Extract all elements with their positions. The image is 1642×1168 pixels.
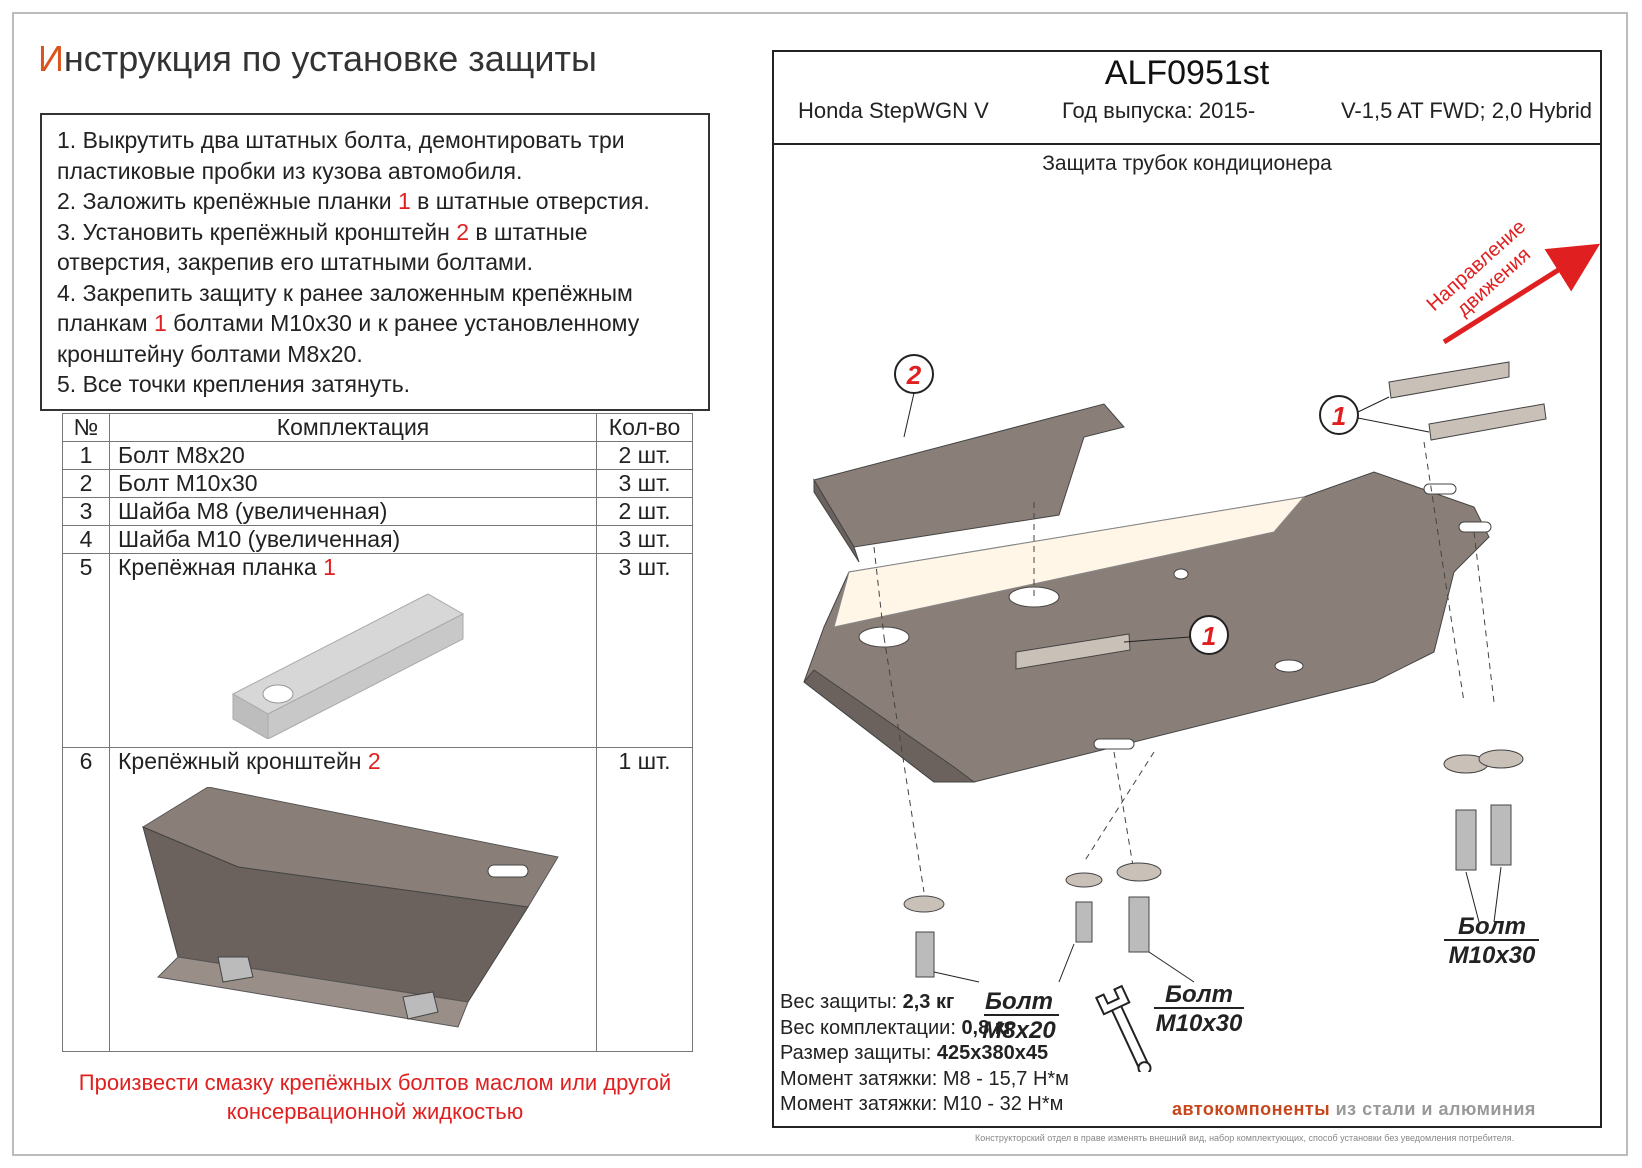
- disclaimer: Конструкторский отдел в праве изменять в…: [975, 1133, 1515, 1143]
- spec-torque-m10: Момент затяжки: М10 - 32 Н*м: [780, 1093, 1064, 1115]
- step-5: 5. Все точки крепления затянуть.: [57, 371, 411, 397]
- step-3: 3. Установить крепёжный кронштейн 2 в шт…: [57, 218, 588, 276]
- step-4: 4. Закрепить защиту к ранее заложенным к…: [57, 279, 640, 367]
- svg-text:1: 1: [1202, 621, 1216, 651]
- col-quantity: Кол-во: [596, 413, 693, 442]
- svg-text:М8х20: М8х20: [982, 1017, 1056, 1044]
- guide-lines: [873, 441, 1495, 893]
- svg-text:Болт: Болт: [1458, 913, 1526, 940]
- svg-text:1: 1: [1332, 401, 1346, 431]
- fasteners: [903, 749, 1524, 978]
- svg-text:Болт: Болт: [985, 988, 1053, 1015]
- spec-kit-weight: Вес комплектации: 0,8 кг: [780, 1016, 1014, 1039]
- callout-1-top: 1: [1319, 395, 1430, 435]
- vehicle-model: Honda StepWGN V: [798, 98, 989, 123]
- svg-text:М10х30: М10х30: [1449, 942, 1536, 969]
- direction-indicator: Направление движения: [1423, 216, 1600, 345]
- product-code: ALF0951st: [1104, 54, 1270, 92]
- vehicle-year: Год выпуска: 2015-: [1062, 98, 1256, 123]
- document-sheet: [12, 12, 1628, 1156]
- table-row: 3 Шайба М8 (увеличенная) 2 шт.: [62, 497, 693, 526]
- table-row: 6 Крепёжный кронштейн 2 1 шт.: [62, 747, 693, 1052]
- step-1: 1. Выкрутить два штатных болта, демонтир…: [57, 127, 625, 184]
- bolt-m10-right-label: Болт М10х30: [1444, 866, 1539, 969]
- table-row: 5 Крепёжная планка 1 3 шт.: [62, 553, 693, 748]
- brand-slogan: автокомпоненты из стали и алюминия: [1172, 1099, 1536, 1119]
- lubrication-note: Произвести смазку крепёжных болтов масло…: [78, 1070, 672, 1124]
- table-row: 4 Шайба М10 (увеличенная) 3 шт.: [62, 525, 693, 554]
- spec-weight: Вес защиты: 2,3 кг: [780, 991, 955, 1013]
- svg-text:Болт: Болт: [1165, 981, 1233, 1008]
- step-2: 2. Заложить крепёжные планки 1 в штатные…: [57, 188, 650, 214]
- spec-size: Размер защиты: 425x380x45: [780, 1042, 1049, 1064]
- instructions-box: 1. Выкрутить два штатных болта, демонтир…: [40, 113, 710, 411]
- table-row: 1 Болт М8х20 2 шт.: [62, 441, 693, 470]
- kit-table: № Комплектация Кол-во 1 Болт М8х20 2 шт.…: [62, 413, 693, 1052]
- product-subtitle: Защита трубок кондиционера: [1042, 152, 1332, 175]
- vehicle-engine: V-1,5 AT FWD; 2,0 Hybrid: [1340, 98, 1592, 123]
- mounting-bracket-image: [141, 787, 559, 1028]
- spec-torque-m8: Момент затяжки: М8 - 15,7 Н*м: [780, 1067, 1069, 1090]
- bolt-m10-label: Болт М10х30: [1148, 951, 1244, 1037]
- direction-arrow-icon: [1442, 243, 1600, 345]
- header-divider: [774, 143, 1600, 145]
- table-row: 2 Болт М10х30 3 шт.: [62, 469, 693, 498]
- callout-1-center: 1: [1123, 615, 1229, 655]
- table-header-row: № Комплектация Кол-во: [62, 413, 693, 442]
- assembly-diagram: Направление движения: [803, 216, 1600, 1072]
- svg-text:М10х30: М10х30: [1156, 1010, 1243, 1037]
- page-title: Инструкция по установке защиты: [38, 38, 597, 79]
- mounting-plate-image: [231, 593, 465, 739]
- col-item: Комплектация: [109, 413, 597, 442]
- callout-2: 2: [894, 354, 934, 438]
- svg-text:2: 2: [906, 360, 922, 390]
- specs-block: Вес защиты: 2,3 кг Вес комплектации: 0,8…: [780, 990, 1069, 1118]
- mounting-plates-part: [1388, 361, 1547, 441]
- col-number: №: [62, 413, 110, 442]
- wrench-icon: [1094, 984, 1152, 1072]
- product-frame: ALF0951st Honda StepWGN V Год выпуска: 2…: [772, 50, 1602, 1128]
- bolt-m8-label: Болт М8х20: [933, 943, 1075, 1044]
- skid-plate-part: [803, 471, 1492, 783]
- bracket-part: [813, 403, 1125, 563]
